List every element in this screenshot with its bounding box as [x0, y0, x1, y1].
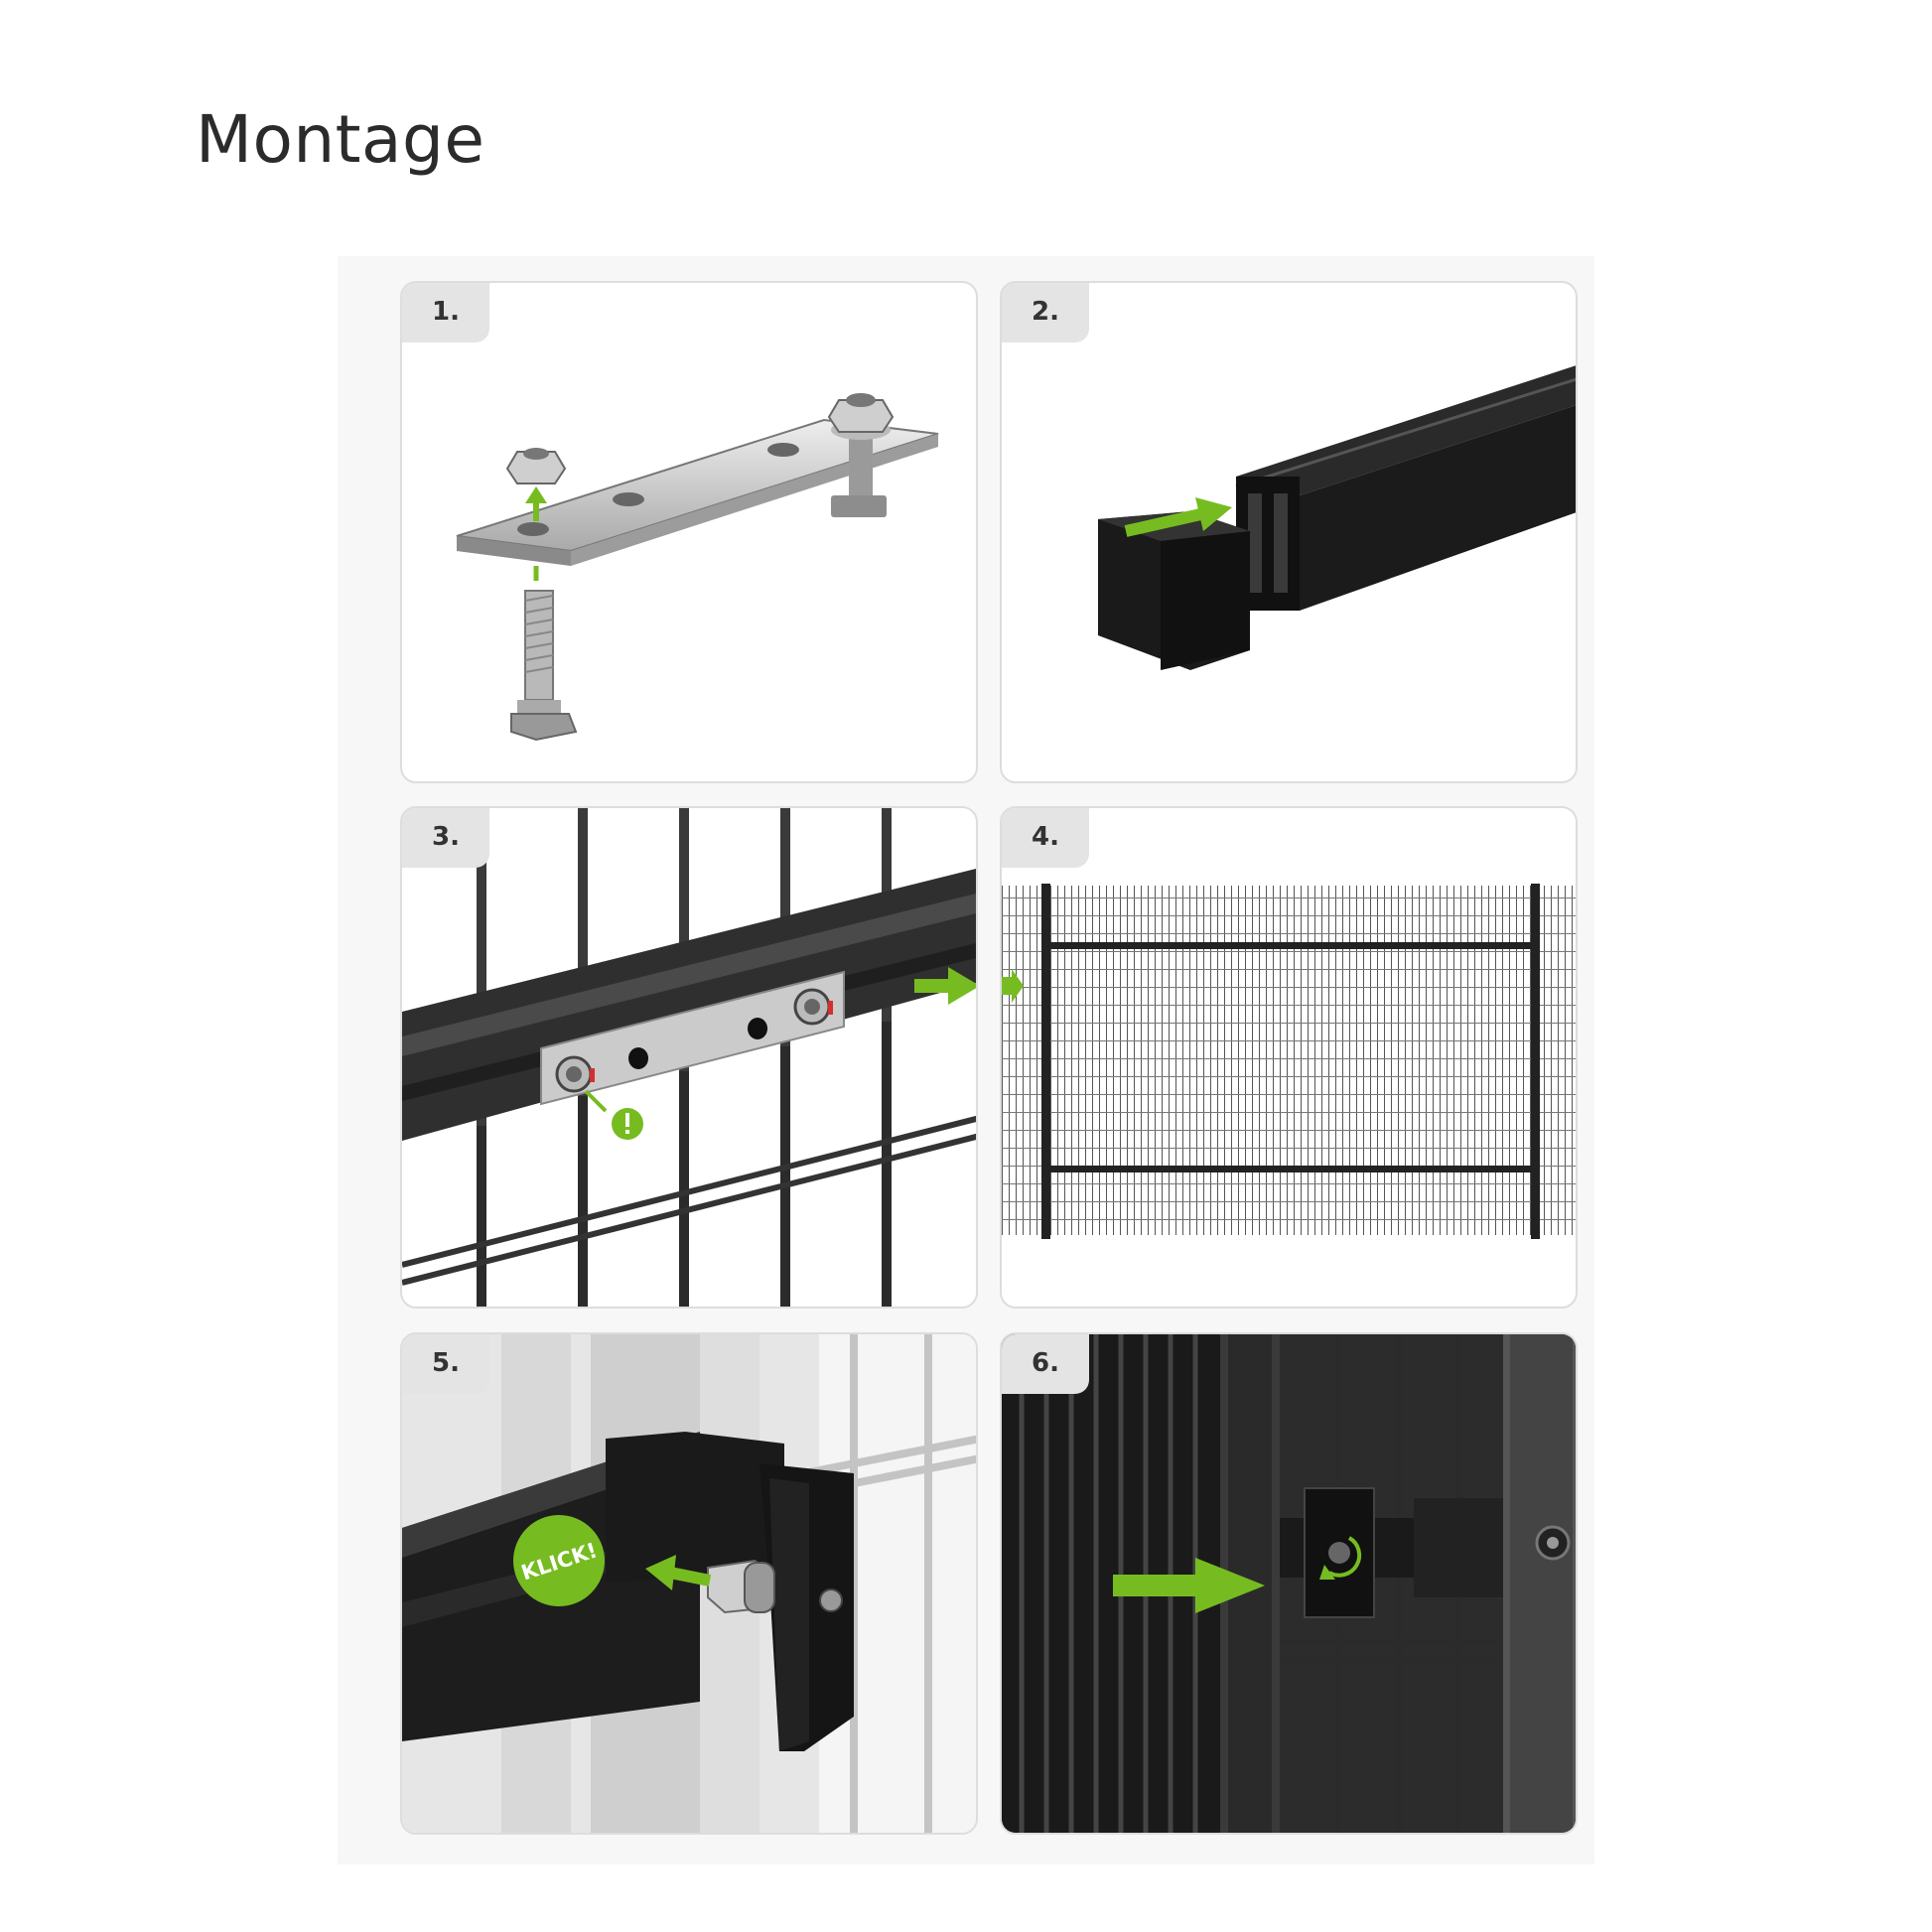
step-5-panel: 5. KLICK! — [400, 1332, 978, 1835]
klick-badge — [513, 1515, 605, 1606]
step-6-panel: 6. — [1000, 1332, 1578, 1835]
step-2-number: 2. — [1002, 283, 1089, 343]
step-1-illustration — [456, 393, 939, 742]
step-6-illustration — [1002, 1334, 1576, 1833]
step-6-number: 6. — [1002, 1334, 1089, 1394]
step-1-number: 1. — [402, 283, 489, 343]
step-4-number: 4. — [1002, 808, 1089, 868]
step-3-illustration — [402, 808, 976, 1307]
rotate-icon — [1328, 1536, 1362, 1578]
step-3-number: 3. — [402, 808, 489, 868]
step-2-illustration — [1098, 365, 1576, 670]
step-5-number: 5. — [402, 1334, 489, 1394]
step-3-panel: 3. — [400, 806, 978, 1309]
step-4-illustration — [1002, 884, 1576, 1239]
page-title: Montage — [196, 101, 485, 178]
step-2-panel: 2. — [1000, 281, 1578, 783]
step-5-illustration: KLICK! — [402, 1334, 976, 1833]
step-1-panel: 1. — [400, 281, 978, 783]
step-4-panel: 4. — [1000, 806, 1578, 1309]
